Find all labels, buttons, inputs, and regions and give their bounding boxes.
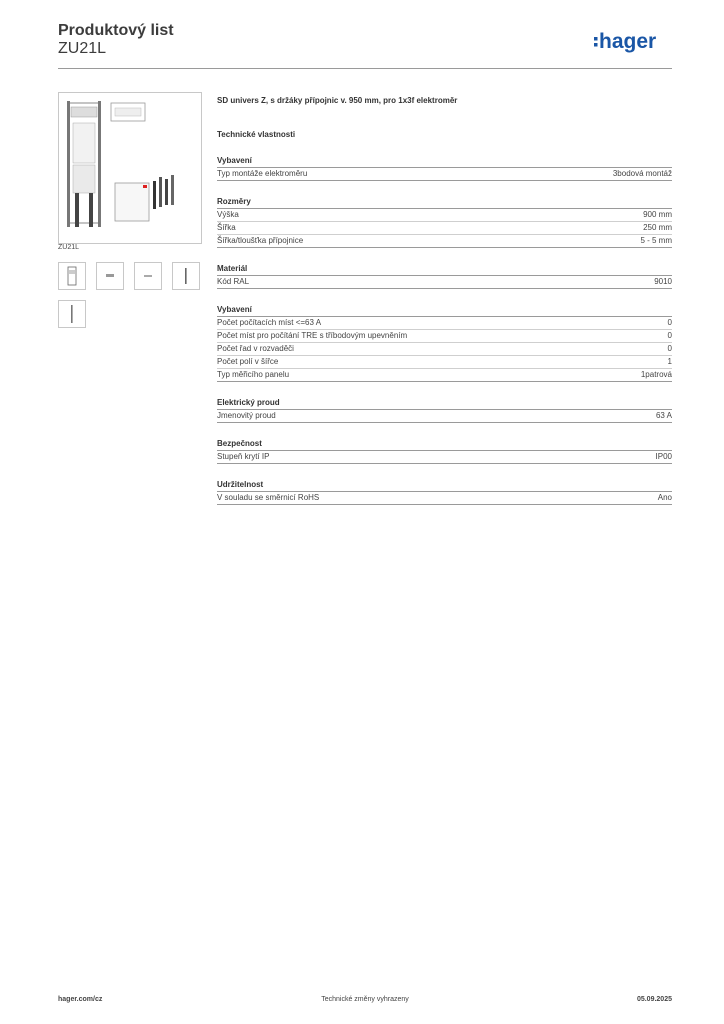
spec-row: Šířka/tloušťka přípojnice 5 - 5 mm	[217, 235, 672, 248]
spec-section-title: Bezpečnost	[217, 439, 672, 451]
spec-rows: Jmenovitý proud 63 A	[217, 410, 672, 423]
spec-rows: Výška 900 mm Šířka 250 mm Šířka/tloušťka pří…	[217, 209, 672, 248]
hager-logo[interactable]: hager	[594, 28, 672, 56]
spec-row: Jmenovitý proud 63 A	[217, 410, 672, 423]
spec-row: Počet míst pro počítání TRE s tříbodovým…	[217, 330, 672, 343]
spec-value: Ano	[657, 493, 672, 502]
spec-section-title: Vybavení	[217, 156, 672, 168]
spec-row: Šířka 250 mm	[217, 222, 672, 235]
spec-section-title: Rozměry	[217, 197, 672, 209]
spec-label: Počet řad v rozvaděči	[217, 344, 294, 353]
spec-row: V souladu se směrnicí RoHS Ano	[217, 492, 672, 505]
document-title: Produktový list	[58, 22, 174, 39]
spec-row: Výška 900 mm	[217, 209, 672, 222]
spec-value: 0	[667, 344, 672, 353]
spec-label: Počet polí v šířce	[217, 357, 279, 366]
spec-section-title: Materiál	[217, 264, 672, 276]
spec-value: 0	[667, 318, 672, 327]
holder-thumb-icon	[71, 305, 73, 323]
image-caption: ZU21L	[58, 244, 80, 251]
spec-label: Výška	[217, 210, 239, 219]
spec-value: IP00	[655, 452, 672, 461]
spec-rows: Kód RAL 9010	[217, 276, 672, 289]
thumbnail-4[interactable]	[172, 262, 200, 290]
spec-value: 3bodová montáž	[612, 169, 672, 178]
spec-label: Jmenovitý proud	[217, 411, 276, 420]
spec-label: Typ montáže elektroměru	[217, 169, 308, 178]
spec-row: Kód RAL 9010	[217, 276, 672, 289]
spec-row: Typ měřicího panelu 1patrová	[217, 369, 672, 382]
spec-value: 900 mm	[643, 210, 672, 219]
spec-row: Stupeň krytí IP IP00	[217, 451, 672, 464]
thumbnail-1[interactable]	[58, 262, 86, 290]
logo-wordmark: hager	[599, 30, 656, 53]
frame-thumb-icon	[67, 266, 77, 286]
spec-label: V souladu se směrnicí RoHS	[217, 493, 320, 502]
spec-label: Počet počítacích míst <=63 A	[217, 318, 322, 327]
panel-thumb-icon	[144, 275, 152, 277]
spec-rows: V souladu se směrnicí RoHS Ano	[217, 492, 672, 505]
thumbnail-5[interactable]	[58, 300, 86, 328]
spec-section-title: Vybavení	[217, 305, 672, 317]
footer-notice: Technické změny vyhrazeny	[321, 996, 409, 1003]
spec-label: Stupeň krytí IP	[217, 452, 270, 461]
spec-value: 250 mm	[643, 223, 672, 232]
spec-section-title: Elektrický proud	[217, 398, 672, 410]
footer-website[interactable]: hager.com/cz	[58, 996, 103, 1003]
cover-thumb-icon	[106, 274, 114, 277]
spec-label: Šířka	[217, 223, 236, 232]
spec-value: 0	[667, 331, 672, 340]
product-code: ZU21L	[58, 40, 107, 57]
rail-thumb-icon	[185, 268, 187, 284]
spec-section-title: Udržitelnost	[217, 480, 672, 492]
product-details: SD univers Z, s držáky přípojnic v. 950 …	[217, 96, 672, 505]
spec-label: Typ měřicího panelu	[217, 370, 290, 379]
spec-value: 9010	[654, 277, 672, 286]
technical-properties-heading: Technické vlastnosti	[217, 130, 296, 139]
spec-label: Počet míst pro počítání TRE s tříbodovým…	[217, 331, 408, 340]
spec-rows: Stupeň krytí IP IP00	[217, 451, 672, 464]
spec-rows: Typ montáže elektroměru 3bodová montáž	[217, 168, 672, 181]
spec-row: Počet řad v rozvaděči 0	[217, 343, 672, 356]
spec-row: Typ montáže elektroměru 3bodová montáž	[217, 168, 672, 181]
page-header: Produktový list ZU21L hager	[58, 22, 672, 69]
thumbnail-2[interactable]	[96, 262, 124, 290]
spec-label: Šířka/tloušťka přípojnice	[217, 236, 304, 245]
thumbnail-3[interactable]	[134, 262, 162, 290]
spec-value: 5 - 5 mm	[640, 236, 672, 245]
spec-value: 1patrová	[640, 370, 672, 379]
enclosure-frame-icon	[67, 101, 174, 227]
spec-row: Počet polí v šířce 1	[217, 356, 672, 369]
footer-date: 05.09.2025	[636, 996, 672, 1003]
spec-value: 63 A	[655, 411, 672, 420]
spec-value: 1	[667, 357, 672, 366]
spec-row: Počet počítacích míst <=63 A 0	[217, 317, 672, 330]
spec-label: Kód RAL	[217, 277, 250, 286]
product-description: SD univers Z, s držáky přípojnic v. 950 …	[217, 96, 458, 105]
product-main-image[interactable]	[58, 92, 202, 244]
